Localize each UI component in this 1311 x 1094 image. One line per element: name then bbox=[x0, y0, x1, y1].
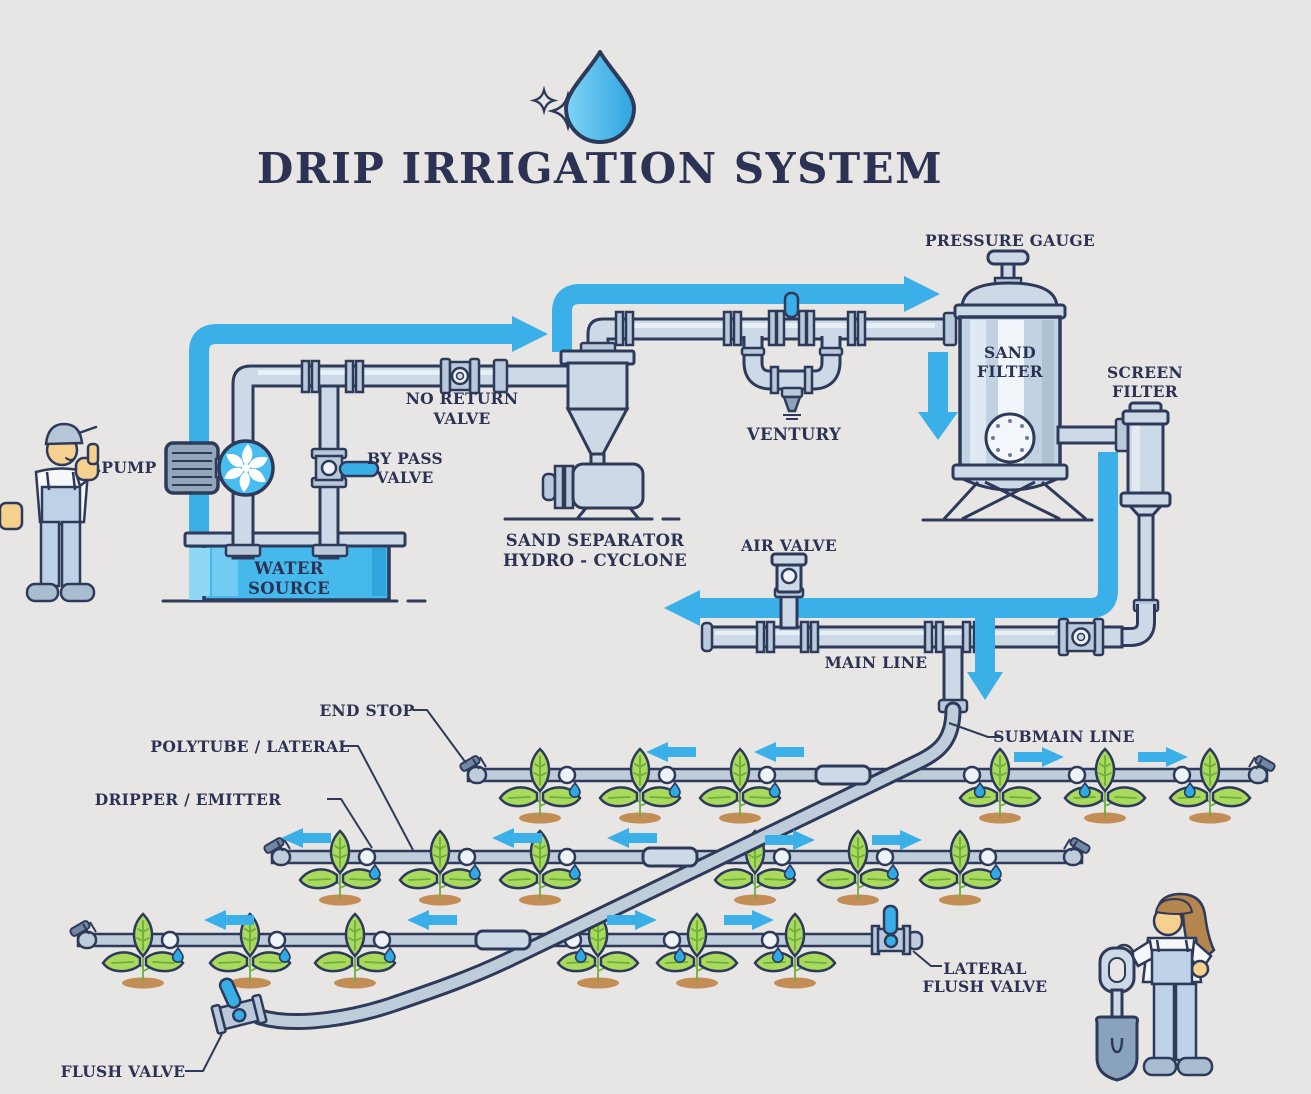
shovel-icon bbox=[1095, 946, 1139, 1082]
lateral-rows bbox=[68, 747, 1277, 990]
page-title: DRIP IRRIGATION SYSTEM bbox=[257, 144, 943, 193]
label-lateral-flush-valve: FLUSH VALVE bbox=[923, 977, 1048, 996]
worker-thumbs-up bbox=[0, 422, 101, 603]
label-air-valve: AIR VALVE bbox=[740, 536, 837, 555]
plant bbox=[498, 747, 582, 825]
plant bbox=[655, 912, 739, 990]
label-sand-separator: HYDRO - CYCLONE bbox=[503, 551, 687, 570]
pump-piping bbox=[224, 357, 572, 560]
label-ventury: VENTURY bbox=[746, 425, 841, 444]
plant bbox=[1063, 747, 1147, 825]
water-drop-icon bbox=[564, 50, 636, 144]
label-flush-valve: FLUSH VALVE bbox=[61, 1062, 186, 1081]
submain-line bbox=[251, 645, 969, 1030]
label-pressure-gauge: PRESSURE GAUGE bbox=[925, 231, 1095, 250]
label-sand-filter: SAND bbox=[984, 343, 1036, 362]
sparkle-icon bbox=[529, 85, 559, 116]
main-line-valve bbox=[1057, 617, 1105, 657]
plant bbox=[698, 747, 782, 825]
lateral-tee-fitting bbox=[641, 846, 699, 868]
end-stop-fitting bbox=[68, 918, 98, 950]
label-no-return-valve: VALVE bbox=[432, 409, 490, 428]
sand-filter-porthole bbox=[984, 412, 1036, 464]
plant bbox=[918, 829, 1002, 907]
end-stop-fitting bbox=[262, 835, 292, 867]
label-main-line: MAIN LINE bbox=[825, 653, 928, 672]
plant bbox=[101, 912, 185, 990]
callouts: PUMP NO RETURN VALVE BY PASS VALVE SUBMA… bbox=[61, 389, 1135, 1081]
plant bbox=[398, 829, 482, 907]
lateral-tee-fitting bbox=[474, 929, 532, 951]
bypass-valve bbox=[310, 447, 380, 489]
ventury-injector: VENTURY bbox=[740, 291, 844, 444]
flush-valve bbox=[210, 977, 268, 1035]
label-water-source: SOURCE bbox=[248, 579, 330, 598]
air-valve bbox=[770, 552, 808, 630]
screen-filter: SCREEN FILTER bbox=[1056, 363, 1183, 647]
lateral-row bbox=[262, 829, 1092, 907]
main-line: AIR VALVE MAIN LINE bbox=[700, 536, 1124, 672]
flow-arrows-field bbox=[204, 612, 1188, 930]
label-bypass-valve: BY PASS bbox=[367, 449, 443, 468]
sand-filter: PRESSURE GAUGE SAND FILTER bbox=[925, 231, 1095, 521]
pump-impeller-icon bbox=[217, 439, 275, 497]
no-return-valve bbox=[439, 357, 481, 395]
label-screen-filter: SCREEN bbox=[1107, 363, 1183, 382]
plant bbox=[1168, 747, 1252, 825]
lateral-tee-fitting bbox=[814, 764, 872, 786]
label-screen-filter: FILTER bbox=[1112, 382, 1178, 401]
end-stop-fitting bbox=[1247, 753, 1277, 785]
sand-separator-hydrocyclone: SAND SEPARATOR HYDRO - CYCLONE bbox=[503, 310, 958, 570]
label-submain-line: SUBMAIN LINE bbox=[993, 727, 1135, 746]
water-source-tank: WATER SOURCE bbox=[183, 531, 407, 602]
label-water-source: WATER bbox=[253, 559, 323, 578]
header: DRIP IRRIGATION SYSTEM bbox=[257, 50, 943, 193]
gardener-with-shovel bbox=[1095, 892, 1216, 1082]
label-dripper-emitter: DRIPPER / EMITTER bbox=[95, 790, 282, 809]
label-end-stop: END STOP bbox=[319, 701, 414, 720]
label-pump: PUMP bbox=[101, 458, 156, 477]
label-sand-filter: FILTER bbox=[977, 362, 1043, 381]
end-stop-fitting bbox=[1062, 835, 1092, 867]
label-lateral-flush-valve: LATERAL bbox=[943, 959, 1026, 978]
pump bbox=[164, 439, 275, 497]
plant bbox=[753, 912, 837, 990]
label-bypass-valve: VALVE bbox=[375, 468, 433, 487]
flow-arrows bbox=[189, 276, 1118, 626]
lateral-flush-valve bbox=[870, 904, 924, 956]
label-polytube-lateral: POLYTUBE / LATERAL bbox=[150, 737, 349, 756]
label-sand-separator: SAND SEPARATOR bbox=[506, 531, 685, 550]
plant bbox=[313, 912, 397, 990]
label-no-return-valve: NO RETURN bbox=[406, 389, 519, 408]
